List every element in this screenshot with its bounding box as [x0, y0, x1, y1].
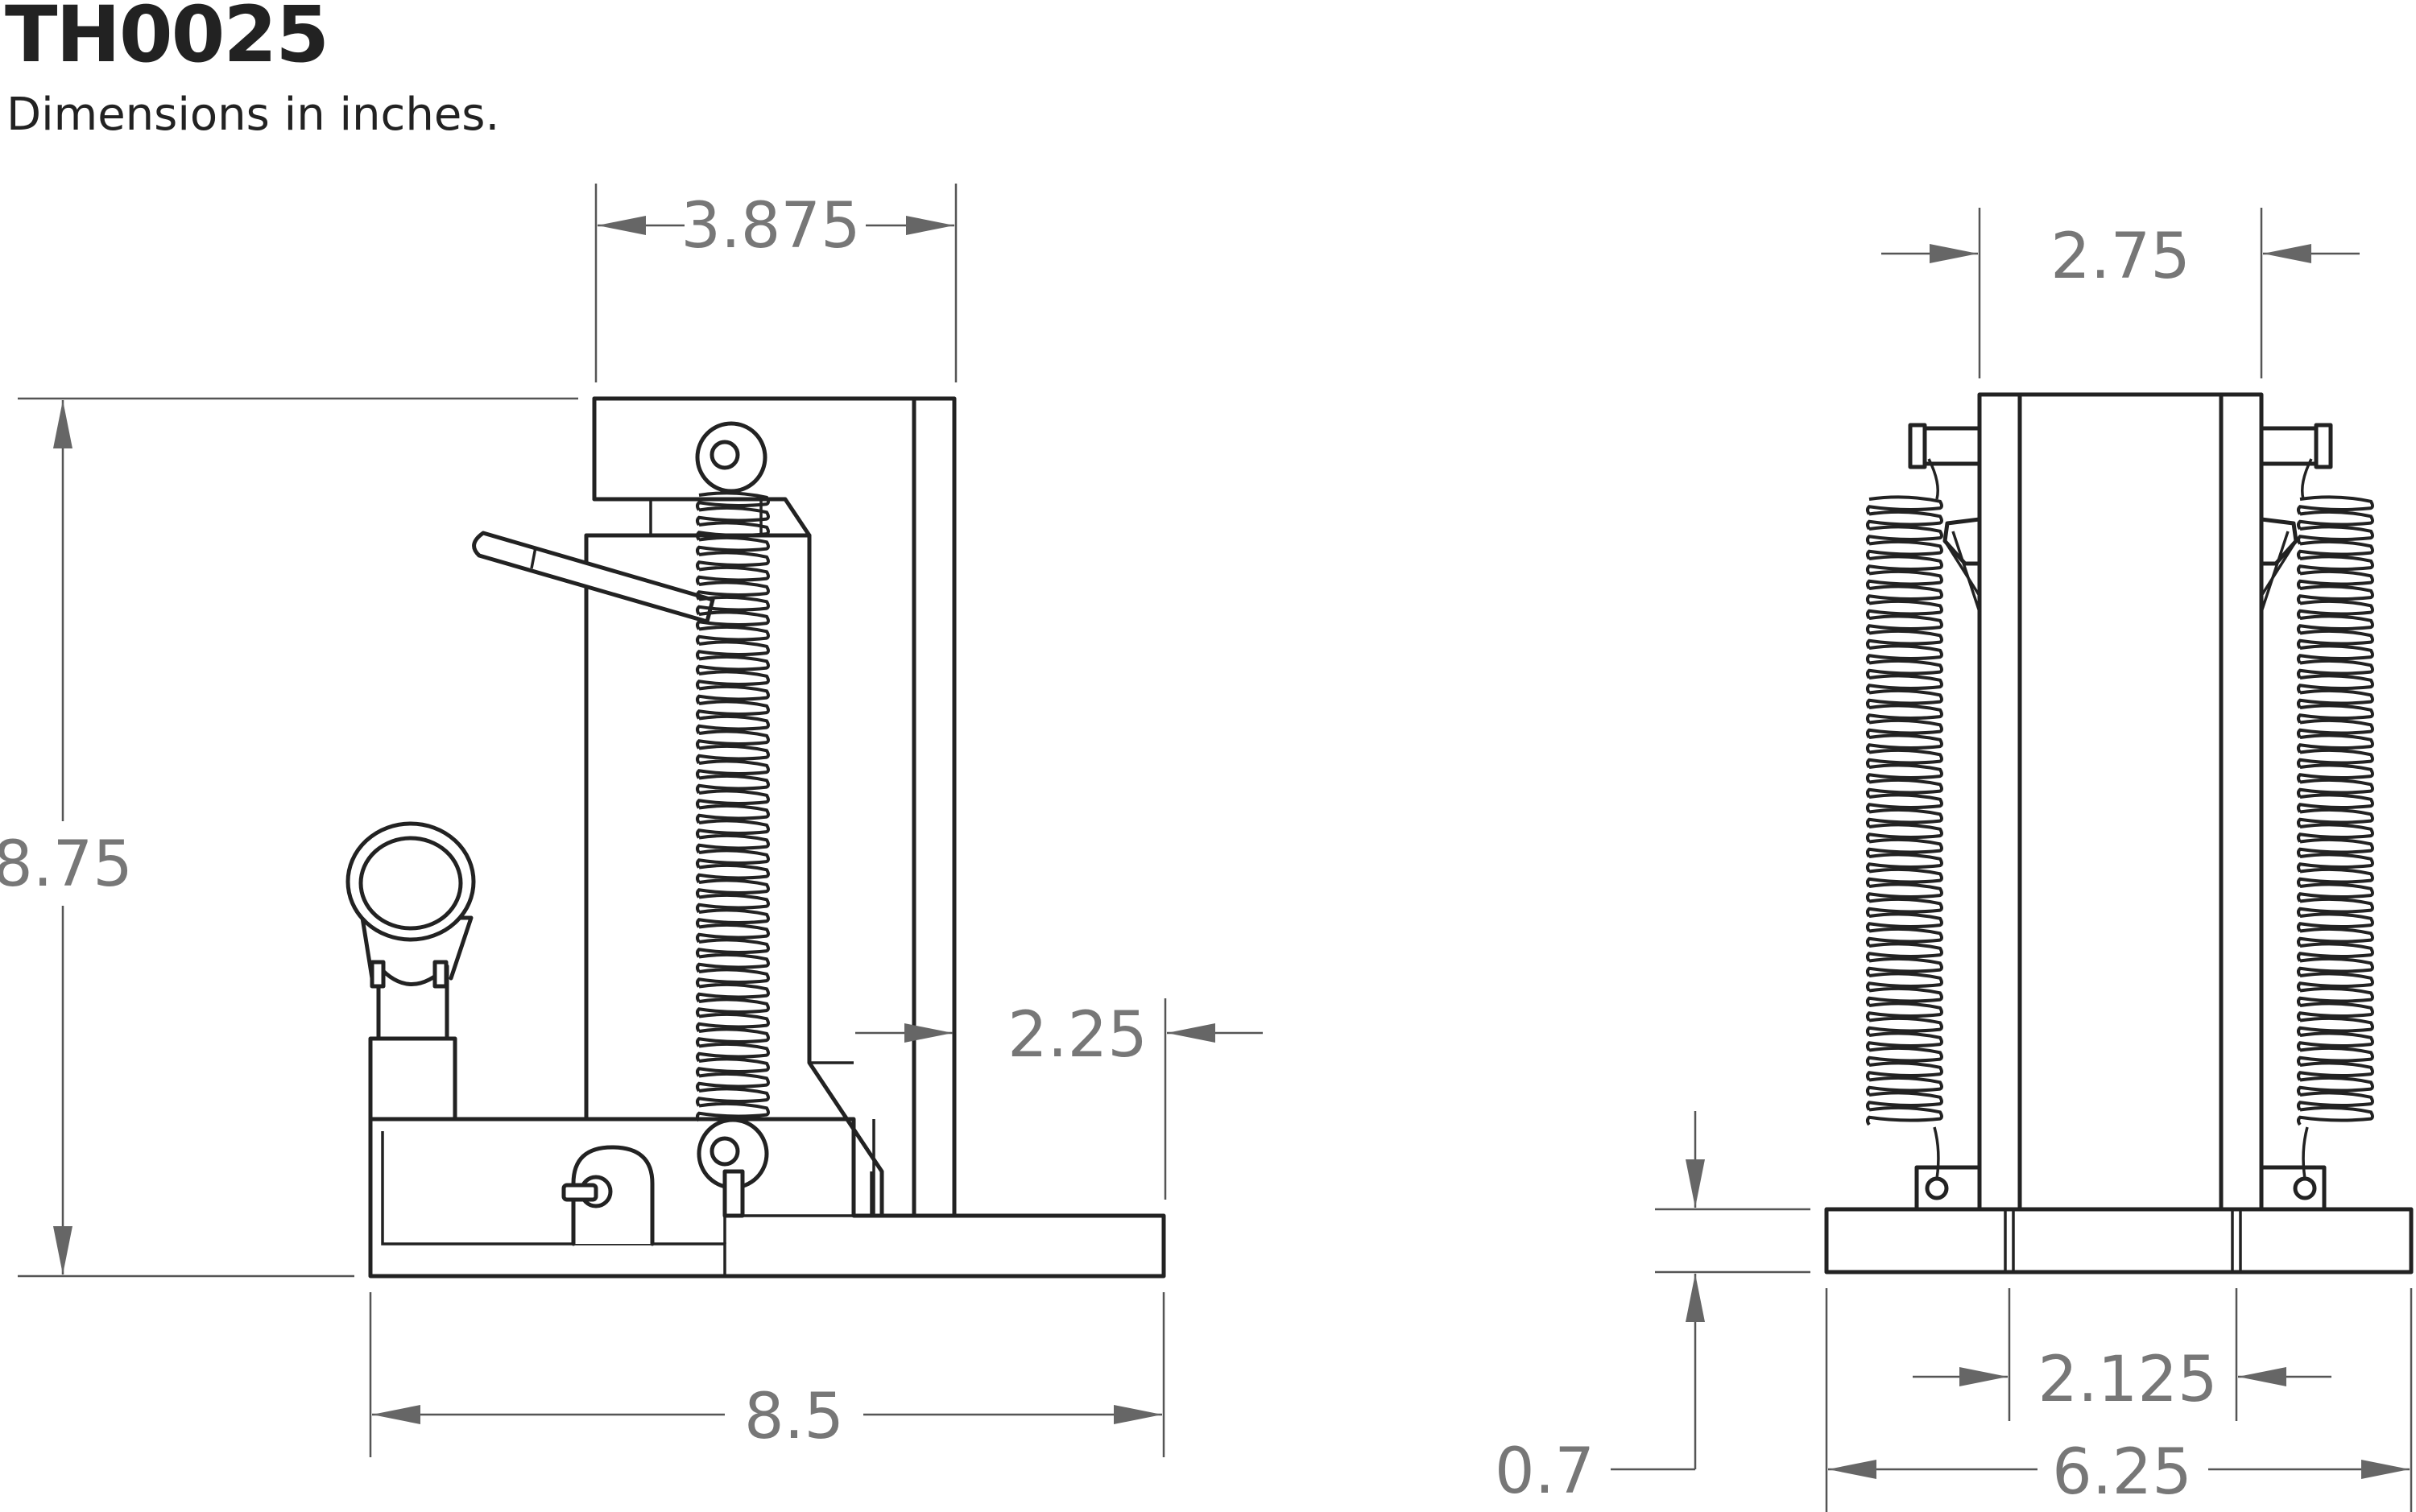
- side-view: [345, 396, 1166, 1279]
- dim-toe-depth: 2.25: [1007, 999, 1148, 1072]
- side-handle: [472, 531, 715, 624]
- side-ram: [584, 533, 884, 1218]
- side-spring-coil: [696, 491, 770, 1122]
- dim-base-width: 6.25: [2052, 1436, 2192, 1509]
- front-right-spring: [2297, 495, 2374, 1126]
- dim-center-width: 2.125: [2037, 1344, 2217, 1416]
- page-subtitle: Dimensions in inches.: [6, 89, 500, 141]
- front-base-plate: [1824, 1207, 2414, 1274]
- page-title: TH0025: [5, 0, 329, 80]
- front-left-pin: [1916, 426, 1982, 466]
- dim-body-width: 2.75: [2050, 221, 2191, 293]
- dim-base-height: 0.7: [1495, 1436, 1595, 1508]
- front-body: [1977, 392, 2264, 1212]
- front-right-pin: [2259, 426, 2325, 466]
- front-left-spring: [1866, 495, 1943, 1126]
- dim-overall-height: 8.75: [0, 828, 133, 901]
- dim-top-width: 3.875: [681, 190, 860, 262]
- side-dimensions: 3.875 8.75 2.25 8.5: [0, 184, 1263, 1457]
- front-view: [1824, 392, 2414, 1274]
- dim-base-length: 8.5: [744, 1381, 844, 1453]
- side-pivot-clevis: [571, 1145, 655, 1246]
- front-dimensions: 2.75 0.7 2.125 6.25: [1495, 208, 2413, 1512]
- side-main-body: [592, 396, 957, 1218]
- side-pump-socket: [368, 1036, 457, 1122]
- side-base-plate: [368, 1117, 1166, 1279]
